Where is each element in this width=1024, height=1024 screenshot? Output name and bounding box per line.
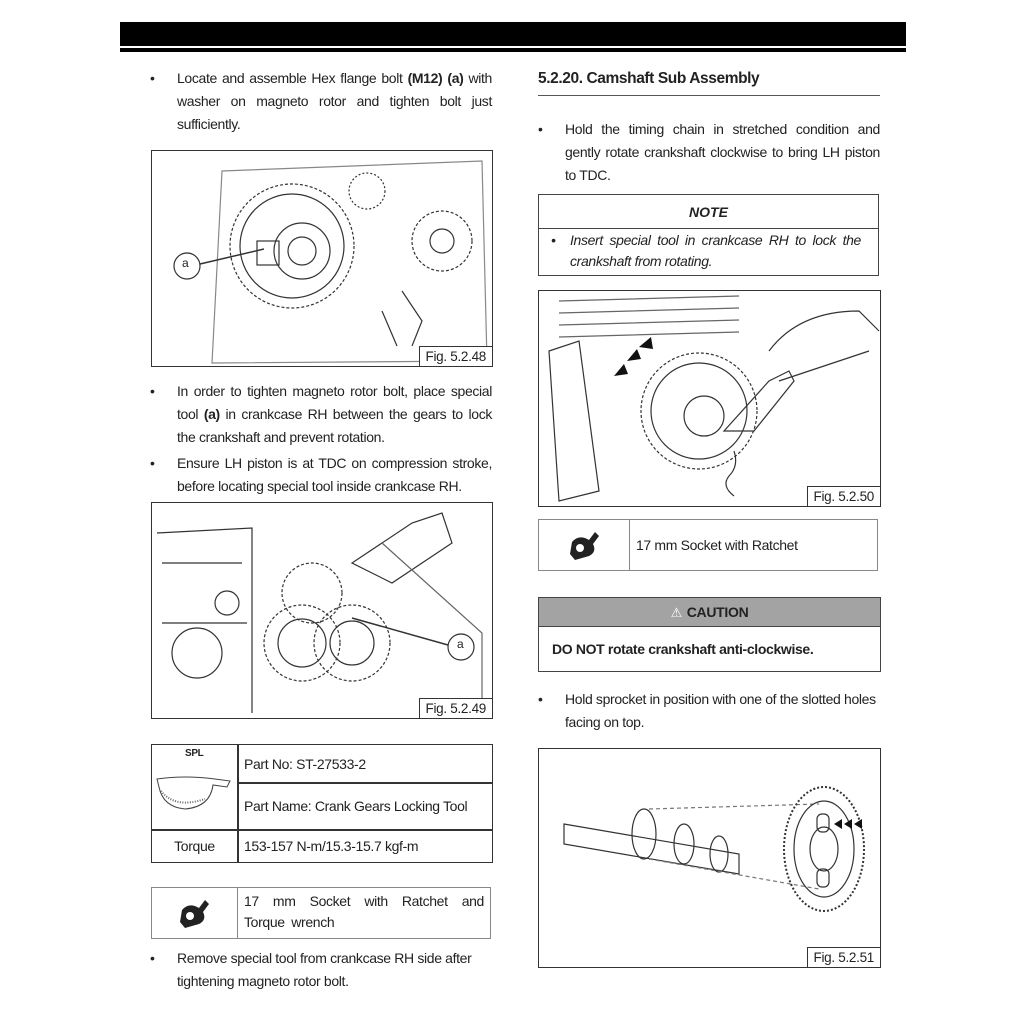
wrench-hand-icon <box>570 532 599 560</box>
heading-rule <box>538 95 880 96</box>
magneto-rotor-illustration <box>173 160 488 364</box>
note-text: Insert special tool in crankcase RH to l… <box>570 232 861 269</box>
header-rule <box>120 48 906 52</box>
caution-box: ⚠ CAUTION DO NOT rotate crankshaft anti-… <box>538 597 881 672</box>
spl-label: SPL <box>185 748 204 759</box>
special-tool-table: SPL Part No: ST-27533-2 Part Name: Crank… <box>151 744 493 863</box>
tool-text: 17 mm Socket with Ratchet <box>636 537 798 553</box>
warning-triangle-icon: ⚠ <box>670 605 683 620</box>
part-name: Part Name: Crank Gears Locking Tool <box>244 798 468 814</box>
figure-5-2-51: Fig. 5.2.51 <box>538 748 881 968</box>
caution-header: ⚠ CAUTION <box>539 598 880 627</box>
tool-text: 17 mm Socket with Ratchet and Torque wre… <box>244 893 484 930</box>
part-number: Part No: ST-27533-2 <box>244 756 366 772</box>
callout-label: a <box>457 637 464 651</box>
figure-label: Fig. 5.2.51 <box>806 947 880 967</box>
torque-value: 153-157 N-m/15.3-15.7 kgf-m <box>244 838 419 854</box>
header-bar <box>120 22 906 46</box>
callout-label: a <box>182 256 189 270</box>
crankshaft-rotation-illustration <box>548 295 880 502</box>
tool-box: 17 mm Socket with Ratchet <box>538 519 878 571</box>
locking-tool-icon <box>156 776 231 810</box>
note-title: NOTE <box>689 204 728 220</box>
crank-gears-illustration <box>156 512 483 713</box>
note-box: NOTE • Insert special tool in crankcase … <box>538 194 879 276</box>
figure-5-2-50: Fig. 5.2.50 <box>538 290 881 507</box>
figure-5-2-48: a Fig. 5.2.48 <box>151 150 493 367</box>
caution-title: CAUTION <box>686 604 749 620</box>
figure-label: Fig. 5.2.49 <box>418 698 492 718</box>
figure-label: Fig. 5.2.48 <box>418 346 492 366</box>
section-heading: 5.2.20. Camshaft Sub Assembly <box>538 70 760 87</box>
caution-text: DO NOT rotate crankshaft anti-clockwise. <box>552 641 814 657</box>
torque-label: Torque <box>174 838 215 854</box>
camshaft-sprocket-illustration <box>563 786 865 912</box>
tool-box: 17 mm Socket with Ratchet and Torque wre… <box>151 887 491 939</box>
wrench-hand-icon <box>180 900 209 928</box>
figure-5-2-49: a Fig. 5.2.49 <box>151 502 493 719</box>
figure-label: Fig. 5.2.50 <box>806 486 880 506</box>
